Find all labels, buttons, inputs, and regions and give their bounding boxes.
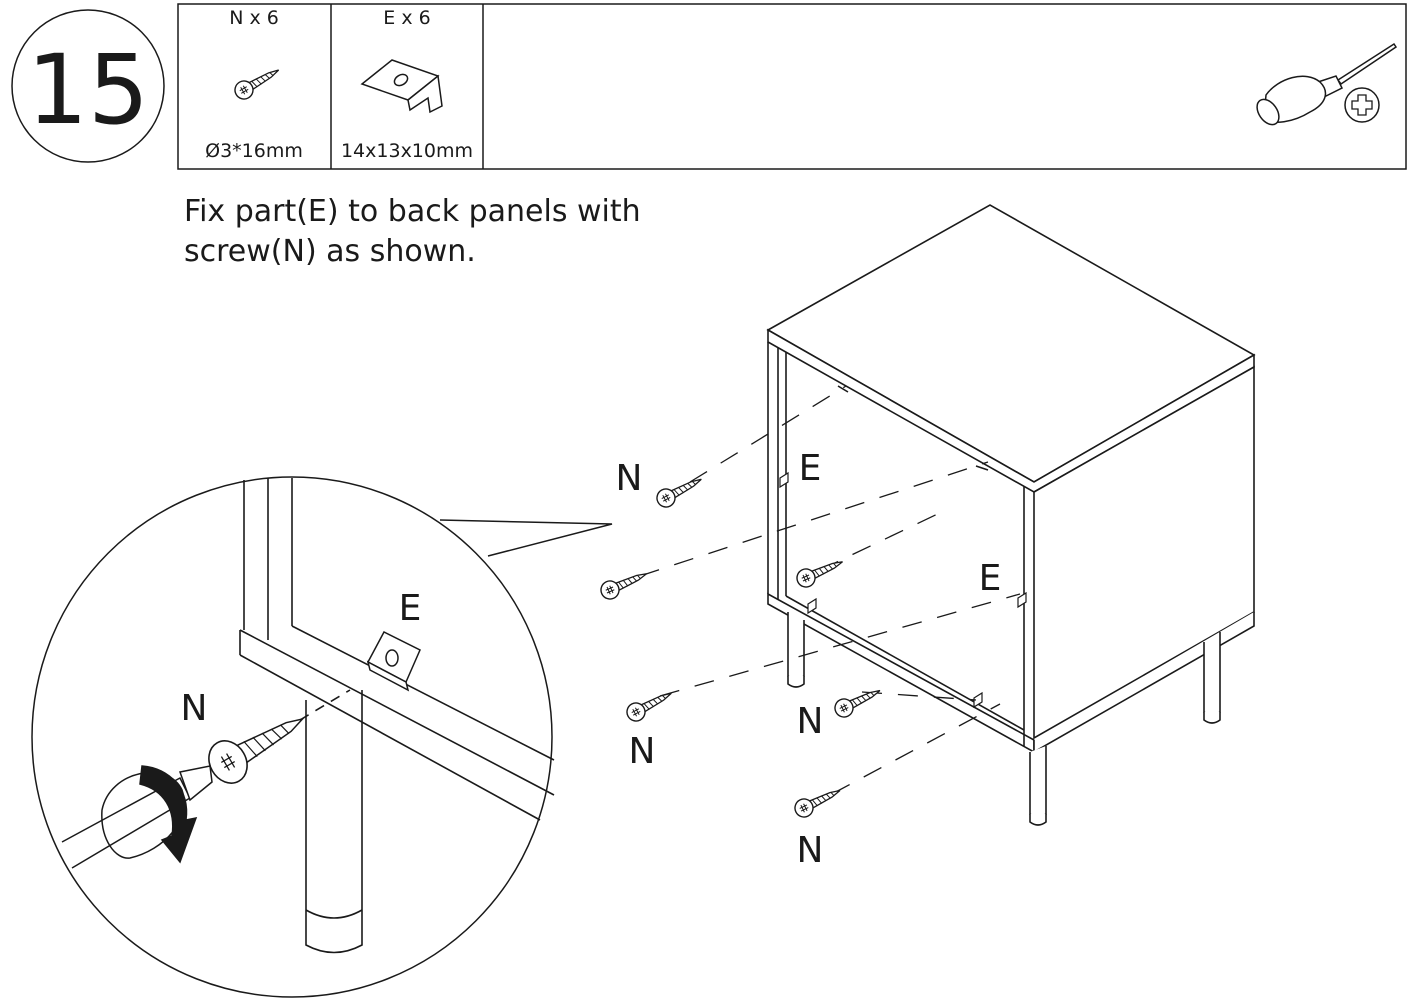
screw-label: N xyxy=(797,701,824,742)
part-size-screw: Ø3*16mm xyxy=(205,140,303,162)
instruction-line-2: screw(N) as shown. xyxy=(184,234,476,269)
screw-icon xyxy=(624,685,676,724)
part-cell-bracket: E x 6 14x13x10mm xyxy=(341,7,473,162)
screw-icon xyxy=(208,717,305,784)
guide-lines xyxy=(639,385,1021,795)
screw-icon xyxy=(598,566,650,602)
bracket-icon xyxy=(360,59,443,114)
bracket-label: E xyxy=(979,558,1002,599)
instruction-text: Fix part(E) to back panels with screw(N)… xyxy=(184,192,744,272)
step-number: 15 xyxy=(27,34,149,146)
part-qty-screw: N x 6 xyxy=(229,7,279,29)
screw-icon xyxy=(794,554,846,590)
screw-icon xyxy=(832,682,884,720)
screwdriver-detail-icon xyxy=(61,765,213,869)
screw-label: N xyxy=(616,458,643,499)
part-cell-screw: N x 6 Ø3*16mm xyxy=(205,7,303,162)
cabinet-drawing xyxy=(766,204,1256,826)
bracket-small-icon xyxy=(807,598,817,614)
detail-bracket-label: E xyxy=(399,588,422,629)
part-size-bracket: 14x13x10mm xyxy=(341,140,473,162)
detail-callout: E N xyxy=(31,476,613,998)
screw-icon xyxy=(792,782,844,820)
instruction-line-1: Fix part(E) to back panels with xyxy=(184,194,641,229)
bracket-label: E xyxy=(799,448,822,489)
screw-label: N xyxy=(629,731,656,772)
phillips-screwdriver-icon xyxy=(1256,42,1398,126)
bracket-detail xyxy=(366,631,421,692)
part-qty-bracket: E x 6 xyxy=(383,7,430,29)
screw-label: N xyxy=(797,830,824,871)
detail-screw-label: N xyxy=(181,688,208,729)
step-number-badge: 15 xyxy=(11,9,165,163)
parts-table: N x 6 Ø3*16mm E x 6 14x13x10mm xyxy=(177,3,1407,170)
